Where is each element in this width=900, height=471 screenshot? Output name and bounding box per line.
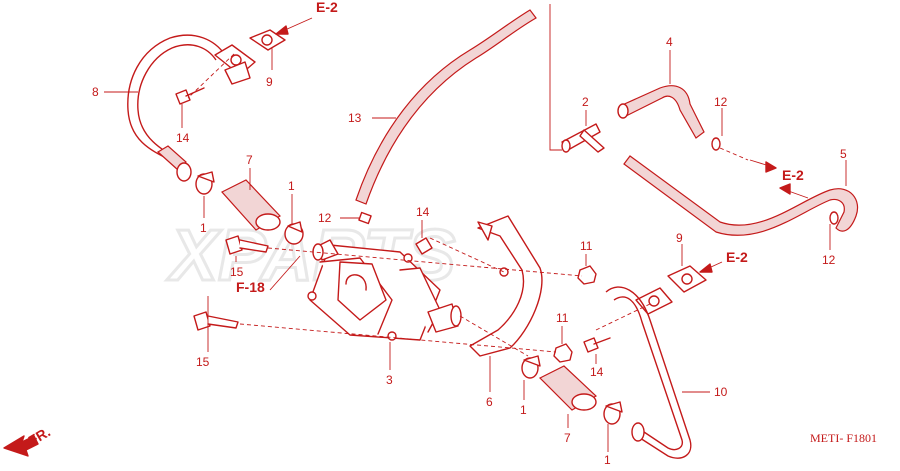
hose-5	[623, 155, 859, 236]
air-injection-valve-3	[307, 239, 462, 341]
bracket-6	[469, 215, 543, 357]
ref-e2-lower-right: E-2	[726, 249, 748, 265]
bolt-14-upper	[175, 87, 205, 105]
leader-lines	[104, 4, 847, 452]
dashed-alignment-lines	[187, 53, 749, 357]
callout-8: 8	[92, 85, 99, 99]
callout-12-right: 12	[822, 253, 836, 267]
reed-valve-cover-upper	[214, 44, 256, 85]
callout-9-right: 9	[676, 231, 683, 245]
callout-14-lower: 14	[590, 365, 604, 379]
nut-11-lower	[553, 343, 573, 363]
t-joint-2	[561, 123, 605, 153]
clamp-1-lower-left	[521, 355, 541, 379]
callout-11-top: 11	[580, 239, 593, 253]
tube-7-left	[221, 179, 281, 231]
diagram-code: METI- F1801	[810, 431, 877, 445]
ref-e2-right: E-2	[782, 167, 804, 183]
callout-14-mid: 14	[416, 205, 430, 219]
gasket-9-right	[667, 265, 707, 293]
front-direction-marker: FR.	[3, 423, 53, 457]
callout-5: 5	[840, 147, 847, 161]
hose-8-upper-left	[127, 34, 226, 182]
callout-4: 4	[666, 35, 673, 49]
callout-7-bottom: 7	[564, 431, 571, 445]
callout-7-top: 7	[246, 153, 253, 167]
ref-e2-top: E-2	[316, 0, 338, 15]
callout-10: 10	[714, 385, 728, 399]
e2-arrow-lower-right	[699, 261, 723, 273]
clip-12-hose-4	[711, 137, 721, 151]
bolt-15-lower	[193, 311, 239, 331]
hose-13	[355, 9, 537, 225]
callout-15-top: 15	[230, 265, 244, 279]
callout-11-bottom: 11	[556, 311, 569, 325]
ref-f18: F-18	[236, 279, 265, 295]
hose-10	[605, 286, 692, 459]
callout-15-bottom: 15	[196, 355, 210, 369]
hose-4	[617, 85, 705, 139]
clamp-1-left	[195, 171, 215, 195]
bolt-14-lower	[583, 337, 611, 353]
e2-arrow-top	[275, 17, 313, 35]
callout-14-top: 14	[176, 131, 190, 145]
callout-1-lower-left: 1	[520, 403, 527, 417]
bolt-15-upper	[225, 235, 269, 255]
callout-12-mid: 12	[318, 211, 332, 225]
callout-1-mid: 1	[288, 179, 295, 193]
gasket-9-upper	[249, 29, 286, 51]
callout-1-left: 1	[200, 221, 207, 235]
callout-9-top: 9	[266, 75, 273, 89]
callout-13: 13	[348, 111, 362, 125]
clamp-1-lower-right	[603, 401, 623, 425]
nut-11-upper	[577, 265, 597, 285]
e2-arrow-right	[749, 159, 809, 199]
callout-2: 2	[582, 95, 589, 109]
clamp-1-mid	[284, 221, 304, 245]
tube-7-lower	[538, 365, 597, 411]
callout-12-upper-right: 12	[714, 95, 728, 109]
callout-6: 6	[486, 395, 493, 409]
bolt-14-mid	[415, 237, 433, 255]
callout-1-bottom: 1	[604, 453, 611, 466]
callout-3: 3	[386, 373, 393, 387]
clip-12-hose-5	[829, 211, 839, 225]
